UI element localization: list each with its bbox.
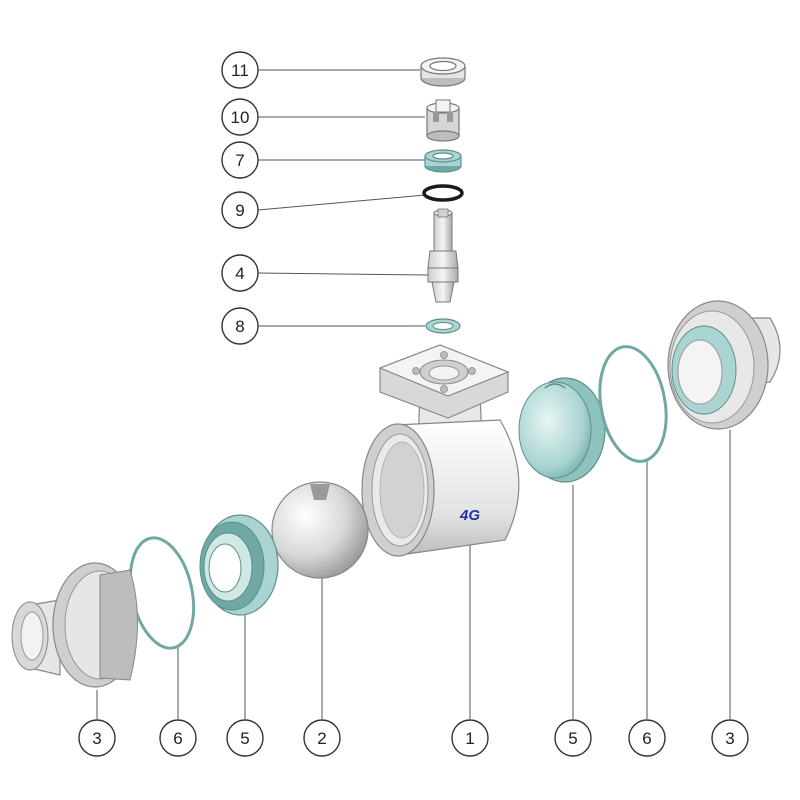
svg-text:5: 5 xyxy=(568,729,577,748)
svg-text:6: 6 xyxy=(173,729,182,748)
svg-text:9: 9 xyxy=(235,201,244,220)
callout-6-right: 6 xyxy=(628,719,666,757)
svg-text:4: 4 xyxy=(235,264,244,283)
callouts: 11 10 7 9 4 8 3 6 xyxy=(78,51,749,757)
callout-4: 4 xyxy=(221,254,259,292)
leader-4 xyxy=(257,272,429,276)
part-8-thrust-ring xyxy=(425,318,461,334)
part-3-union-end-right xyxy=(667,300,781,430)
callout-8: 8 xyxy=(221,307,259,345)
svg-text:11: 11 xyxy=(231,61,249,80)
part-10-gland xyxy=(426,99,460,142)
leader-9 xyxy=(257,194,426,211)
svg-text:1: 1 xyxy=(465,729,474,748)
part-4-stem xyxy=(427,208,459,303)
part-9-o-ring xyxy=(422,184,464,202)
callout-1: 1 xyxy=(451,719,489,757)
part-7-packing-ring xyxy=(424,149,462,173)
callout-7: 7 xyxy=(221,141,259,179)
part-5-seat-left xyxy=(199,514,279,616)
callout-10: 10 xyxy=(221,98,259,136)
part-5-seat-right xyxy=(518,377,606,483)
callout-6-left: 6 xyxy=(159,719,197,757)
leader-lines xyxy=(96,69,731,719)
svg-text:3: 3 xyxy=(92,729,101,748)
svg-text:5: 5 xyxy=(240,729,249,748)
callout-5-left: 5 xyxy=(226,719,264,757)
svg-text:6: 6 xyxy=(642,729,651,748)
callout-11: 11 xyxy=(221,51,259,89)
part-2-ball xyxy=(271,481,369,579)
callout-5-right: 5 xyxy=(554,719,592,757)
callout-3-left: 3 xyxy=(78,719,116,757)
svg-text:7: 7 xyxy=(235,151,244,170)
svg-text:3: 3 xyxy=(725,729,734,748)
callout-9: 9 xyxy=(221,191,259,229)
callout-2: 2 xyxy=(303,719,341,757)
svg-text:2: 2 xyxy=(317,729,326,748)
svg-text:10: 10 xyxy=(231,108,250,127)
part-11-nut xyxy=(420,57,466,87)
callout-3-right: 3 xyxy=(711,719,749,757)
part-1-valve-body: 4G xyxy=(361,344,520,557)
svg-text:8: 8 xyxy=(235,317,244,336)
part-6-o-ring-right xyxy=(598,345,668,463)
part-3-union-end-left xyxy=(11,562,138,688)
brand-logo: 4G xyxy=(459,507,480,524)
